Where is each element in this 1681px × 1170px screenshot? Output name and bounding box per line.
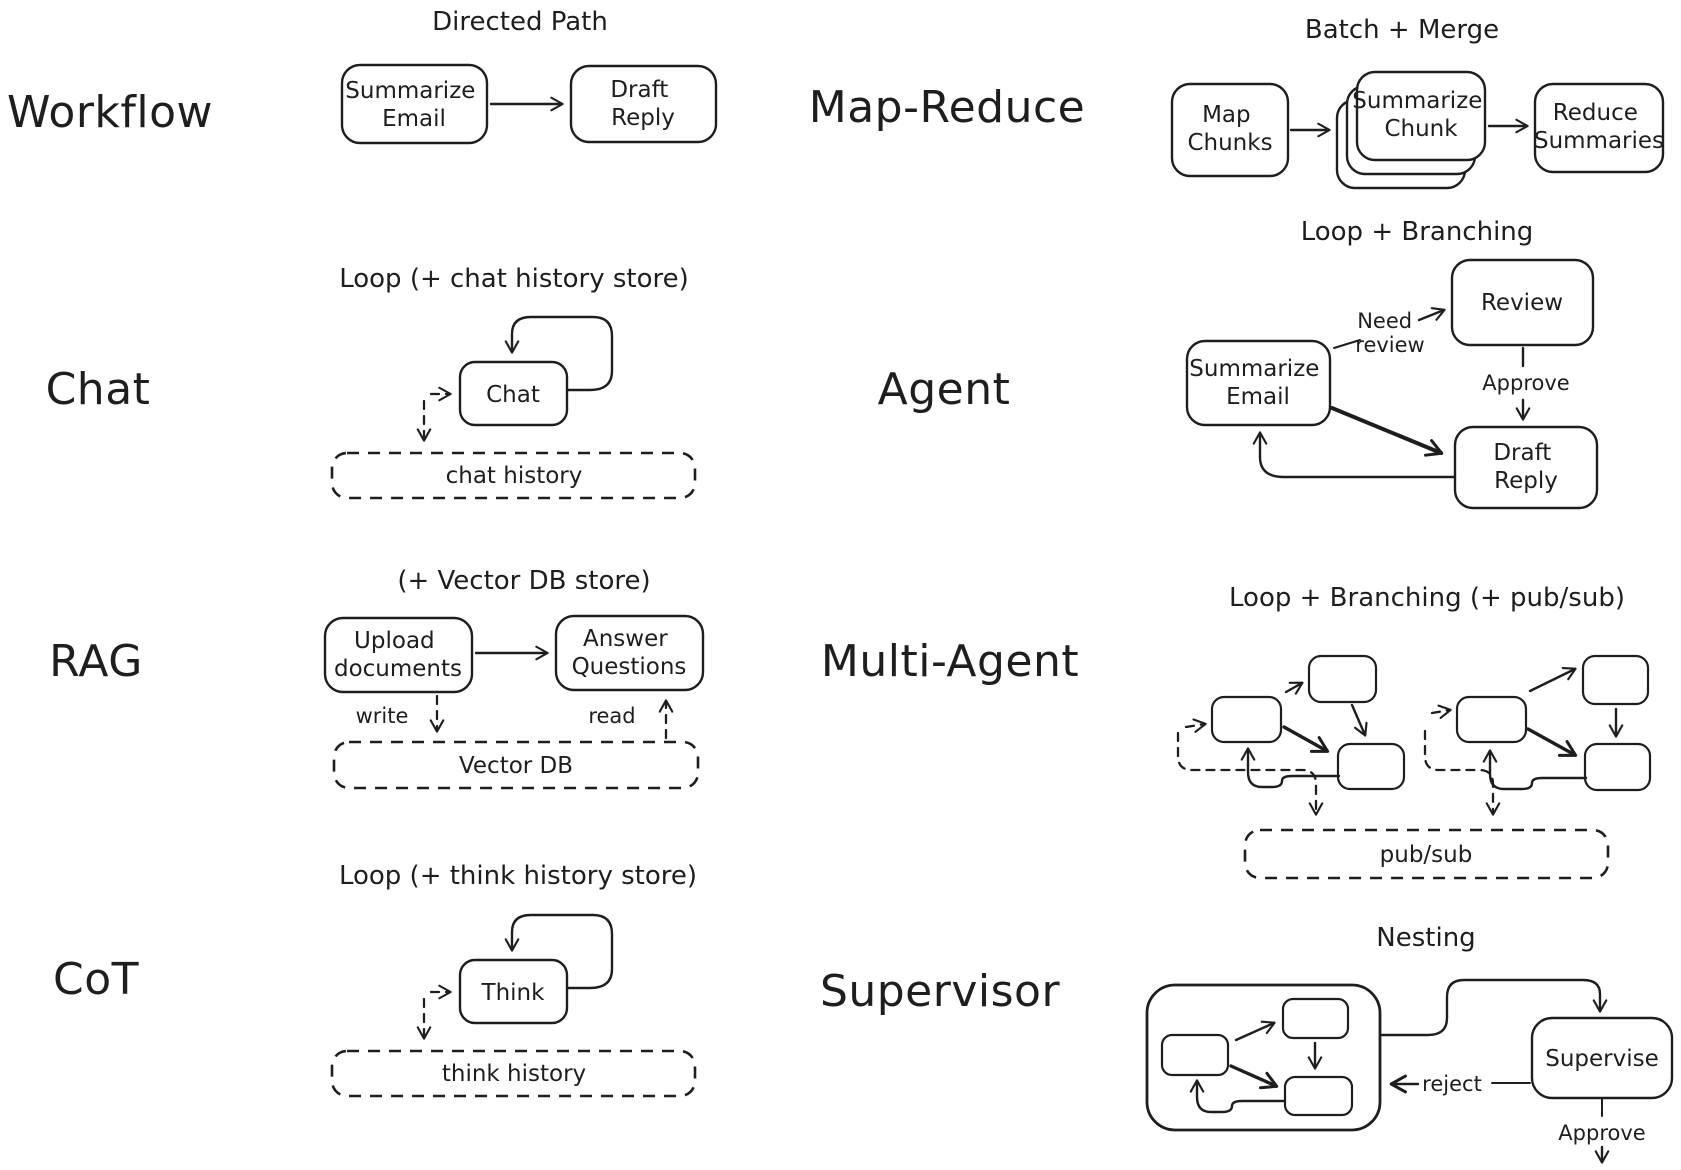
supervisor-inner-left-to-top-arrow — [1234, 1020, 1276, 1042]
rag-node-upload-documents-text: Upload documents — [334, 628, 462, 682]
chat-title: Loop (+ chat history store) — [339, 264, 689, 294]
rag-section: (+ Vector DB store) RAG Upload documents… — [49, 566, 705, 790]
supervisor-label: Supervisor — [820, 966, 1061, 1017]
rag-node-answer-questions-text: Answer Questions — [572, 626, 687, 680]
cot-store-think-history — [330, 1049, 697, 1098]
multi-agent-a-left-to-bottom-arrow — [1282, 725, 1330, 753]
multi-agent-section: Loop + Branching (+ pub/sub) Multi-Agent — [821, 583, 1652, 880]
chat-node-chat-text: Chat — [486, 382, 540, 408]
cot-store-think-history-text: think history — [442, 1061, 586, 1087]
multi-agent-b-incoming-dashed-arrow — [1430, 704, 1452, 719]
workflow-node-draft-reply — [569, 64, 718, 144]
rag-write-text: write — [356, 704, 409, 728]
supervisor-inner-left-to-bottom-arrow — [1229, 1064, 1279, 1090]
multi-agent-label: Multi-Agent — [821, 636, 1079, 687]
rag-node-upload-documents — [323, 616, 474, 694]
agent-label: Agent — [878, 364, 1011, 415]
cot-title: Loop (+ think history store) — [339, 861, 697, 891]
agent-title: Loop + Branching — [1301, 217, 1534, 247]
multi-agent-b-bottom-node — [1583, 742, 1652, 792]
chat-section: Loop (+ chat history store) Chat Chat ch… — [46, 264, 697, 500]
map-reduce-node-reduce-summaries — [1533, 82, 1665, 174]
cot-section: Loop (+ think history store) CoT Think t… — [53, 861, 697, 1098]
chat-node-chat — [458, 360, 569, 427]
cot-node-think — [458, 958, 569, 1025]
multi-agent-a-loop-back-arrow — [1240, 747, 1341, 789]
cot-node-think-text: Think — [481, 980, 546, 1006]
cot-self-loop-arrow — [504, 913, 614, 990]
rag-title: (+ Vector DB store) — [397, 566, 650, 596]
map-reduce-title: Batch + Merge — [1305, 15, 1499, 45]
workflow-title: Directed Path — [432, 7, 608, 37]
supervisor-approve-text: Approve — [1558, 1121, 1645, 1145]
workflow-section: Workflow Directed Path Summarize Email D… — [7, 7, 718, 145]
rag-node-answer-questions — [554, 614, 705, 692]
map-reduce-node-summarize-chunk-text: Summarize Chunk — [1352, 88, 1489, 142]
map-reduce-node-map-chunks — [1170, 82, 1290, 178]
supervisor-reject-text: reject — [1422, 1072, 1482, 1096]
multi-agent-b-left-to-top-arrow — [1528, 666, 1577, 693]
multi-agent-store-pub-sub — [1243, 828, 1610, 880]
multi-agent-a-left-to-top-arrow — [1284, 681, 1304, 695]
map-reduce-node-map-chunks-text: Map Chunks — [1187, 102, 1272, 156]
multi-agent-b-pubsub-dashed-arrow — [1423, 729, 1501, 816]
multi-agent-b-loop-back-arrow — [1482, 749, 1588, 791]
chat-label: Chat — [46, 364, 151, 415]
workflow-node-summarize-email — [340, 63, 489, 145]
map-reduce-label: Map-Reduce — [809, 82, 1085, 133]
supervisor-title: Nesting — [1376, 923, 1475, 953]
agent-summarize-to-draft-arrow — [1330, 406, 1444, 457]
multi-agent-a-left-node — [1210, 695, 1283, 744]
multi-agent-title: Loop + Branching (+ pub/sub) — [1229, 583, 1625, 613]
chat-store-chat-history-text: chat history — [446, 463, 583, 489]
map-reduce-node-reduce-summaries-text: Reduce Summaries — [1534, 100, 1664, 154]
agent-node-draft-reply-text: Draft Reply — [1493, 440, 1558, 494]
multi-agent-a-pubsub-dashed-arrow — [1176, 731, 1324, 816]
chat-store-chat-history — [330, 451, 697, 500]
supervisor-inner-left-node — [1160, 1033, 1230, 1077]
supervisor-container-to-supervise-arrow — [1380, 978, 1608, 1037]
rag-store-vector-db — [332, 740, 700, 790]
multi-agent-b-top-node — [1581, 654, 1650, 706]
rag-read-text: read — [588, 704, 635, 728]
multi-agent-a-top-node — [1307, 654, 1378, 704]
agent-need-review-text: Need review — [1355, 309, 1424, 357]
supervisor-section: Nesting Supervisor Supervise reject Appr… — [820, 923, 1674, 1164]
agent-need-review-arrow — [1417, 307, 1446, 322]
agent-node-draft-reply — [1453, 425, 1599, 510]
multi-agent-a-bottom-node — [1336, 742, 1406, 791]
agent-need-review-line-start — [1333, 339, 1361, 349]
workflow-node-draft-reply-text: Draft Reply — [610, 77, 675, 131]
supervisor-inner-bottom-node — [1283, 1075, 1354, 1117]
multi-agent-a-incoming-dashed-arrow — [1184, 718, 1207, 733]
multi-agent-store-pub-sub-text: pub/sub — [1380, 842, 1473, 868]
agent-node-summarize-email — [1185, 339, 1332, 427]
map-reduce-section: Map-Reduce Batch + Merge Map Chunks Summ… — [809, 15, 1665, 190]
cot-label: CoT — [53, 954, 139, 1005]
agent-node-review — [1450, 258, 1595, 347]
agent-loop-back-arrow — [1252, 431, 1457, 479]
rag-store-vector-db-text: Vector DB — [459, 753, 573, 779]
multi-agent-b-left-node — [1455, 695, 1528, 744]
agent-node-review-text: Review — [1481, 290, 1563, 316]
agent-node-summarize-email-text: Summarize Email — [1189, 356, 1326, 410]
map-reduce-node-summarize-chunk — [1355, 70, 1487, 162]
supervisor-inner-top-node — [1281, 997, 1350, 1040]
multi-agent-b-left-to-bottom-arrow — [1526, 727, 1578, 757]
agent-section: Loop + Branching Agent Review Summarize … — [878, 217, 1599, 510]
chat-self-loop-arrow — [504, 315, 614, 392]
multi-agent-a-top-to-bottom-arrow — [1350, 703, 1368, 737]
rag-label: RAG — [49, 636, 143, 687]
multi-agent-cluster-b — [1423, 654, 1652, 816]
workflow-label: Workflow — [7, 87, 213, 138]
workflow-node-summarize-email-text: Summarize Email — [345, 78, 482, 132]
supervisor-node-supervise-text: Supervise — [1545, 1046, 1659, 1072]
supervisor-inner-loop-back-arrow — [1189, 1079, 1287, 1114]
multi-agent-cluster-a — [1176, 654, 1406, 816]
agent-approve-text: Approve — [1482, 371, 1569, 395]
